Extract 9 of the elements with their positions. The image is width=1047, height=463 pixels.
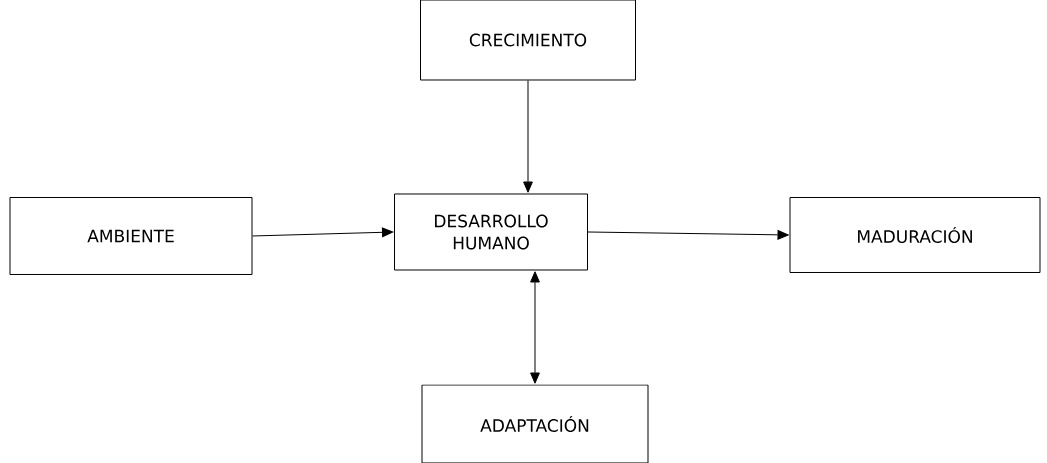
box: ADAPTACIÓN bbox=[421, 384, 649, 463]
box: AMBIENTE bbox=[9, 197, 253, 275]
arrow bbox=[587, 229, 789, 240]
arrow bbox=[252, 227, 394, 238]
arrow bbox=[530, 271, 540, 384]
box: DESARROLLO HUMANO bbox=[394, 193, 588, 271]
arrow bbox=[523, 80, 533, 193]
box: CRECIMIENTO bbox=[420, 0, 636, 81]
box: MADURACIÓN bbox=[789, 197, 1041, 273]
